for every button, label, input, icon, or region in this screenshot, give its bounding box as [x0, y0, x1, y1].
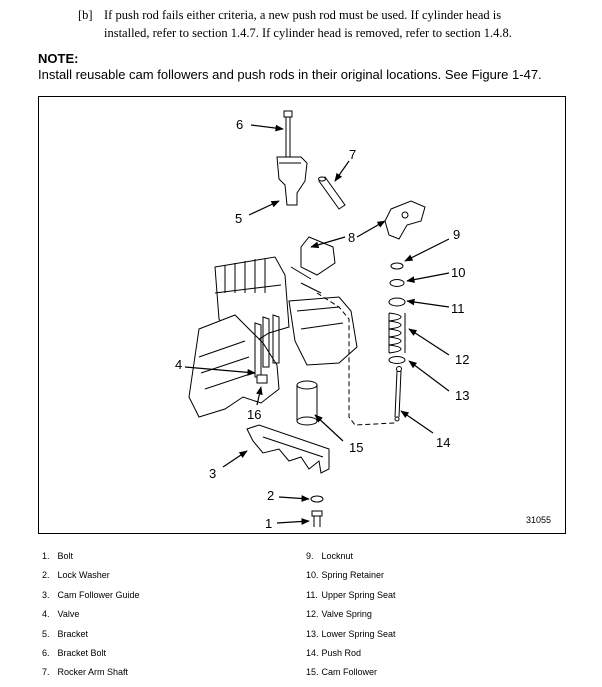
callout-4: 4 [175, 357, 182, 372]
callout-12: 12 [455, 352, 469, 367]
legend-item-number: 10. [306, 570, 319, 581]
legend-item-number: 11. [306, 589, 318, 600]
legend-item: 12. Valve Spring [306, 609, 396, 628]
legend-item-label: Bracket Bolt [57, 647, 107, 658]
bracket-bolt-part [283, 110, 293, 157]
legend-item: 10. Spring Retainer [306, 570, 396, 589]
legend-item: 3. Cam Follower Guide [42, 590, 140, 609]
cam-follower-part [296, 380, 318, 426]
legend-item-number: 5. [42, 628, 50, 639]
bolt-part [311, 510, 323, 527]
callout-3: 3 [209, 466, 216, 481]
legend-item-number: 7. [42, 667, 50, 678]
callout-14: 14 [436, 435, 450, 450]
legend-item-label: Cam Follower [321, 667, 378, 678]
legend-item-number: 13. [306, 628, 319, 639]
callout-8: 8 [348, 230, 355, 245]
legend-item-label: Rocker Arm Shaft [57, 667, 129, 678]
callout-10: 10 [451, 265, 465, 280]
callout-7: 7 [349, 147, 356, 162]
callout-16: 16 [247, 407, 261, 422]
callout-6: 6 [236, 117, 243, 132]
legend-item: 6. Bracket Bolt [42, 648, 140, 667]
procedure-step: [b] If push rod fails either criteria, a… [78, 6, 588, 42]
callout-13: 13 [455, 388, 469, 403]
legend-item: 4. Valve [42, 609, 140, 628]
step-text-line-1: If push rod fails either criteria, a new… [104, 8, 502, 22]
legend-item-label: Cam Follower Guide [57, 589, 140, 600]
figure-drawing: 1 2 3 4 5 6 7 8 9 10 11 12 13 14 15 16 [175, 110, 469, 531]
legend-item-label: Upper Spring Seat [321, 589, 396, 600]
legend-column-right: 9. Locknut 10. Spring Retainer 11. Upper… [306, 551, 396, 687]
legend-item: 15. Cam Follower [306, 667, 396, 686]
legend-item-number: 12. [306, 609, 319, 620]
legend-item: 5. Bracket [42, 629, 140, 648]
callout-1: 1 [265, 516, 272, 531]
note-heading: NOTE: [38, 51, 79, 66]
rocker-arm-upper-part [384, 200, 426, 240]
legend-item-number: 6. [42, 647, 50, 658]
legend-item-label: Bolt [57, 551, 74, 561]
legend-item: 14. Push Rod [306, 648, 396, 667]
legend-item-label: Bracket [57, 628, 89, 639]
legend-item-label: Lock Washer [57, 570, 110, 581]
exploded-view-figure: 1 2 3 4 5 6 7 8 9 10 11 12 13 14 15 16 3… [38, 96, 566, 534]
lock-washer-part [310, 495, 324, 503]
legend-item-number: 2. [42, 570, 50, 581]
valve-spring-stack [388, 262, 406, 364]
legend-item-number: 15. [306, 667, 319, 678]
callout-2: 2 [267, 488, 274, 503]
legend-item: 7. Rocker Arm Shaft [42, 667, 140, 686]
push-rod-part [394, 366, 402, 422]
step-text: If push rod fails either criteria, a new… [104, 6, 588, 42]
legend-item-number: 9. [306, 551, 314, 561]
callout-11: 11 [451, 301, 465, 316]
rocker-arm-shaft-part [318, 176, 346, 210]
callout-9: 9 [453, 227, 460, 242]
legend-item: 13. Lower Spring Seat [306, 629, 396, 648]
legend-item-number: 3. [42, 589, 50, 600]
step-marker: [b] [78, 8, 93, 22]
legend-item: 2. Lock Washer [42, 570, 140, 589]
legend-item-label: Lower Spring Seat [321, 628, 396, 639]
legend-item-number: 14. [306, 647, 319, 658]
cylinder-head-part [188, 236, 358, 418]
legend-item: 9. Locknut [306, 551, 396, 570]
legend-item: 1. Bolt [42, 551, 140, 570]
callout-5: 5 [235, 211, 242, 226]
legend-item-number: 4. [42, 609, 50, 620]
cam-follower-guide-part [246, 424, 330, 474]
step-text-line-2: installed, refer to section 1.4.7. If cy… [104, 26, 512, 40]
legend-item: 11. Upper Spring Seat [306, 590, 396, 609]
legend-item-label: Push Rod [321, 647, 362, 658]
figure-id: 31055 [525, 515, 551, 525]
callout-15: 15 [349, 440, 363, 455]
legend-item-number: 1. [42, 551, 50, 561]
legend-item-label: Spring Retainer [321, 570, 385, 581]
legend-column-left: 1. Bolt 2. Lock Washer 3. Cam Follower G… [42, 551, 140, 687]
bracket-part [276, 156, 308, 206]
legend-item-label: Locknut [321, 551, 354, 561]
note-text: Install reusable cam followers and push … [38, 67, 542, 82]
legend-item-label: Valve [57, 609, 80, 620]
legend-item-label: Valve Spring [321, 609, 372, 620]
